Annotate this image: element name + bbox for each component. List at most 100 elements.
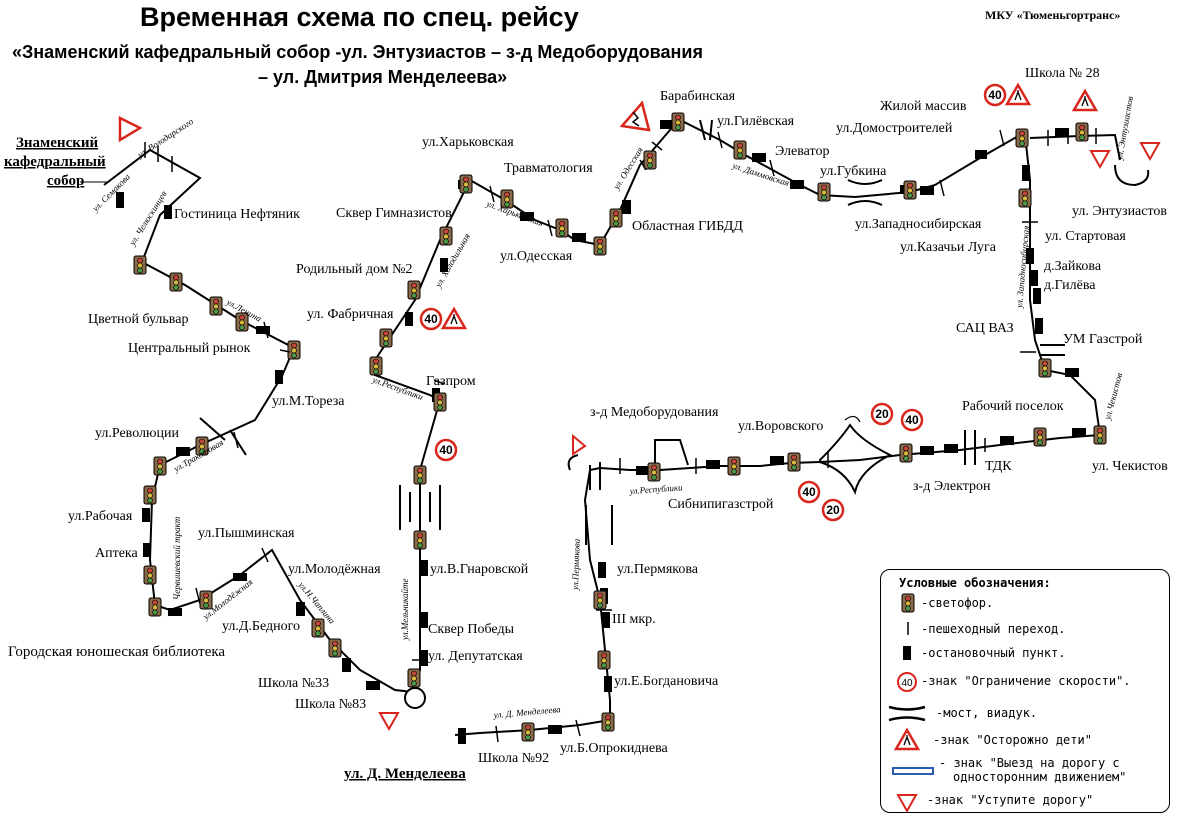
children-warning-icon bbox=[1005, 83, 1031, 106]
stop-label: Школа №83 bbox=[295, 697, 366, 712]
stop-label: САЦ ВАЗ bbox=[956, 321, 1014, 336]
u-turn bbox=[567, 454, 579, 471]
stop-label: ул. Энтузиастов bbox=[1072, 204, 1167, 219]
stop-label: ул.Домостроителей bbox=[836, 121, 953, 136]
stop-label: ул.Губкина bbox=[820, 164, 887, 179]
stop-label: ул.Пышминская bbox=[198, 526, 295, 541]
stop-marker bbox=[1072, 428, 1086, 437]
stop-label: Сквер Победы bbox=[428, 622, 515, 637]
map-title: Временная схема по спец. рейсу bbox=[140, 2, 579, 32]
stop-label: ул.М.Тореза bbox=[272, 394, 345, 409]
stop-marker bbox=[790, 180, 804, 189]
one-way-exit-icon bbox=[892, 767, 934, 775]
legend-item: -мост, виадук. bbox=[936, 706, 1038, 720]
stop-marker bbox=[1026, 248, 1034, 264]
svg-text:собор: собор bbox=[47, 173, 84, 189]
stop-marker bbox=[604, 676, 612, 692]
speed-limit-icon: 40 bbox=[434, 438, 458, 462]
stop-label: ул. Фабричная bbox=[307, 307, 394, 322]
interchange-diamond bbox=[819, 423, 893, 496]
road-sign-icon bbox=[619, 100, 651, 132]
stop-marker bbox=[602, 612, 610, 628]
stop-label: Областная ГИБДД bbox=[632, 219, 743, 234]
stop-icon bbox=[903, 646, 911, 660]
traffic-light-icon bbox=[133, 255, 147, 275]
traffic-light-icon bbox=[407, 668, 421, 688]
stop-marker bbox=[598, 562, 606, 578]
stop-marker bbox=[1065, 368, 1079, 377]
speed-limit-icon: 20 bbox=[870, 402, 894, 426]
svg-text:20: 20 bbox=[826, 503, 840, 517]
traffic-light-icon bbox=[287, 340, 301, 360]
street-label: ул.Пермякова bbox=[570, 538, 582, 591]
traffic-light-icon bbox=[143, 485, 157, 505]
stop-marker bbox=[548, 725, 562, 734]
traffic-light-icon bbox=[169, 272, 183, 292]
street-label: ул. Харьковская bbox=[484, 198, 544, 228]
stop-label: Городская юношеская библиотека bbox=[8, 644, 225, 660]
stop-label: ул.Пермякова bbox=[617, 562, 699, 577]
stop-label: д.Гилёва bbox=[1044, 278, 1096, 293]
stop-label: Рабочий поселок bbox=[962, 399, 1064, 414]
traffic-light-icon bbox=[727, 456, 741, 476]
bridge-icon bbox=[888, 705, 926, 722]
traffic-light-icon bbox=[643, 150, 657, 170]
street-label: ул. Западносибирская bbox=[1014, 225, 1031, 309]
stop-label: з-д Электрон bbox=[913, 479, 991, 494]
stop-marker bbox=[458, 728, 466, 744]
stop-label: з-д Медоборудования bbox=[590, 405, 719, 420]
street-label: ул. Д. Менделеева bbox=[492, 704, 561, 720]
traffic-light-icon bbox=[593, 590, 607, 610]
stop-marker bbox=[164, 205, 172, 219]
traffic-light-icon bbox=[379, 328, 393, 348]
stop-label: Барабинская bbox=[660, 89, 736, 104]
stop-marker bbox=[660, 120, 674, 129]
turn-arrow bbox=[844, 415, 861, 423]
traffic-light-icon bbox=[609, 208, 623, 228]
traffic-light-icon bbox=[733, 140, 747, 160]
stop-label: ул.В.Гнаровской bbox=[430, 562, 529, 577]
traffic-light-icon bbox=[901, 593, 915, 613]
legend-item: -знак "Осторожно дети" bbox=[933, 733, 1092, 747]
street-label: Червишевский тракт bbox=[172, 516, 182, 600]
traffic-light-icon bbox=[459, 174, 473, 194]
children-warning-icon bbox=[1072, 89, 1098, 112]
traffic-light-icon bbox=[593, 236, 607, 256]
legend-item: - знак "Выезд на дорогу с bbox=[939, 756, 1120, 770]
yield-sign-icon bbox=[118, 115, 143, 143]
speed-limit-icon: 40 bbox=[897, 672, 917, 692]
children-warning-icon bbox=[894, 728, 920, 751]
stop-marker bbox=[1022, 165, 1030, 181]
traffic-light-icon bbox=[407, 280, 421, 300]
stop-label: Школа №33 bbox=[258, 676, 329, 691]
traffic-light-icon bbox=[311, 618, 325, 638]
organization-name: МКУ «Тюменьгортранс» bbox=[985, 8, 1121, 22]
legend-item: -светофор. bbox=[921, 596, 994, 610]
stop-labels: Гостиница Нефтяник Цветной бульвар Центр… bbox=[8, 66, 1168, 766]
stop-label: ул.Воровского bbox=[738, 419, 823, 434]
stop-label: ул.Казачьи Луга bbox=[900, 240, 997, 255]
bridge-icon bbox=[199, 119, 1065, 545]
stop-marker bbox=[975, 150, 987, 159]
svg-text:кафедральный: кафедральный bbox=[4, 154, 106, 170]
stop-marker bbox=[275, 370, 283, 384]
stop-label: ул.Западносибирская bbox=[855, 217, 982, 232]
traffic-light-icon bbox=[817, 182, 831, 202]
stop-marker bbox=[176, 447, 190, 456]
turnaround-loop bbox=[1114, 164, 1150, 187]
stop-label: ул. Депутатская bbox=[428, 649, 523, 664]
legend-item: -знак "Уступите дорогу" bbox=[927, 793, 1094, 807]
stop-label: ул.Б.Опрокиднева bbox=[560, 741, 669, 756]
stop-label: Родильный дом №2 bbox=[296, 262, 412, 277]
stop-marker bbox=[168, 608, 182, 616]
speed-limit-icon: 40 bbox=[419, 307, 443, 331]
stop-label: ул.Харьковская bbox=[422, 135, 514, 150]
traffic-light-icon bbox=[209, 296, 223, 316]
svg-text:40: 40 bbox=[424, 312, 438, 326]
street-label: ул. Одесская bbox=[611, 145, 645, 192]
map-subtitle-2: – ул. Дмитрия Менделеева» bbox=[258, 67, 508, 87]
stop-label: ул. Стартовая bbox=[1045, 229, 1126, 244]
street-label: ул.Мельникайте bbox=[400, 578, 410, 641]
stop-marker bbox=[233, 573, 247, 581]
